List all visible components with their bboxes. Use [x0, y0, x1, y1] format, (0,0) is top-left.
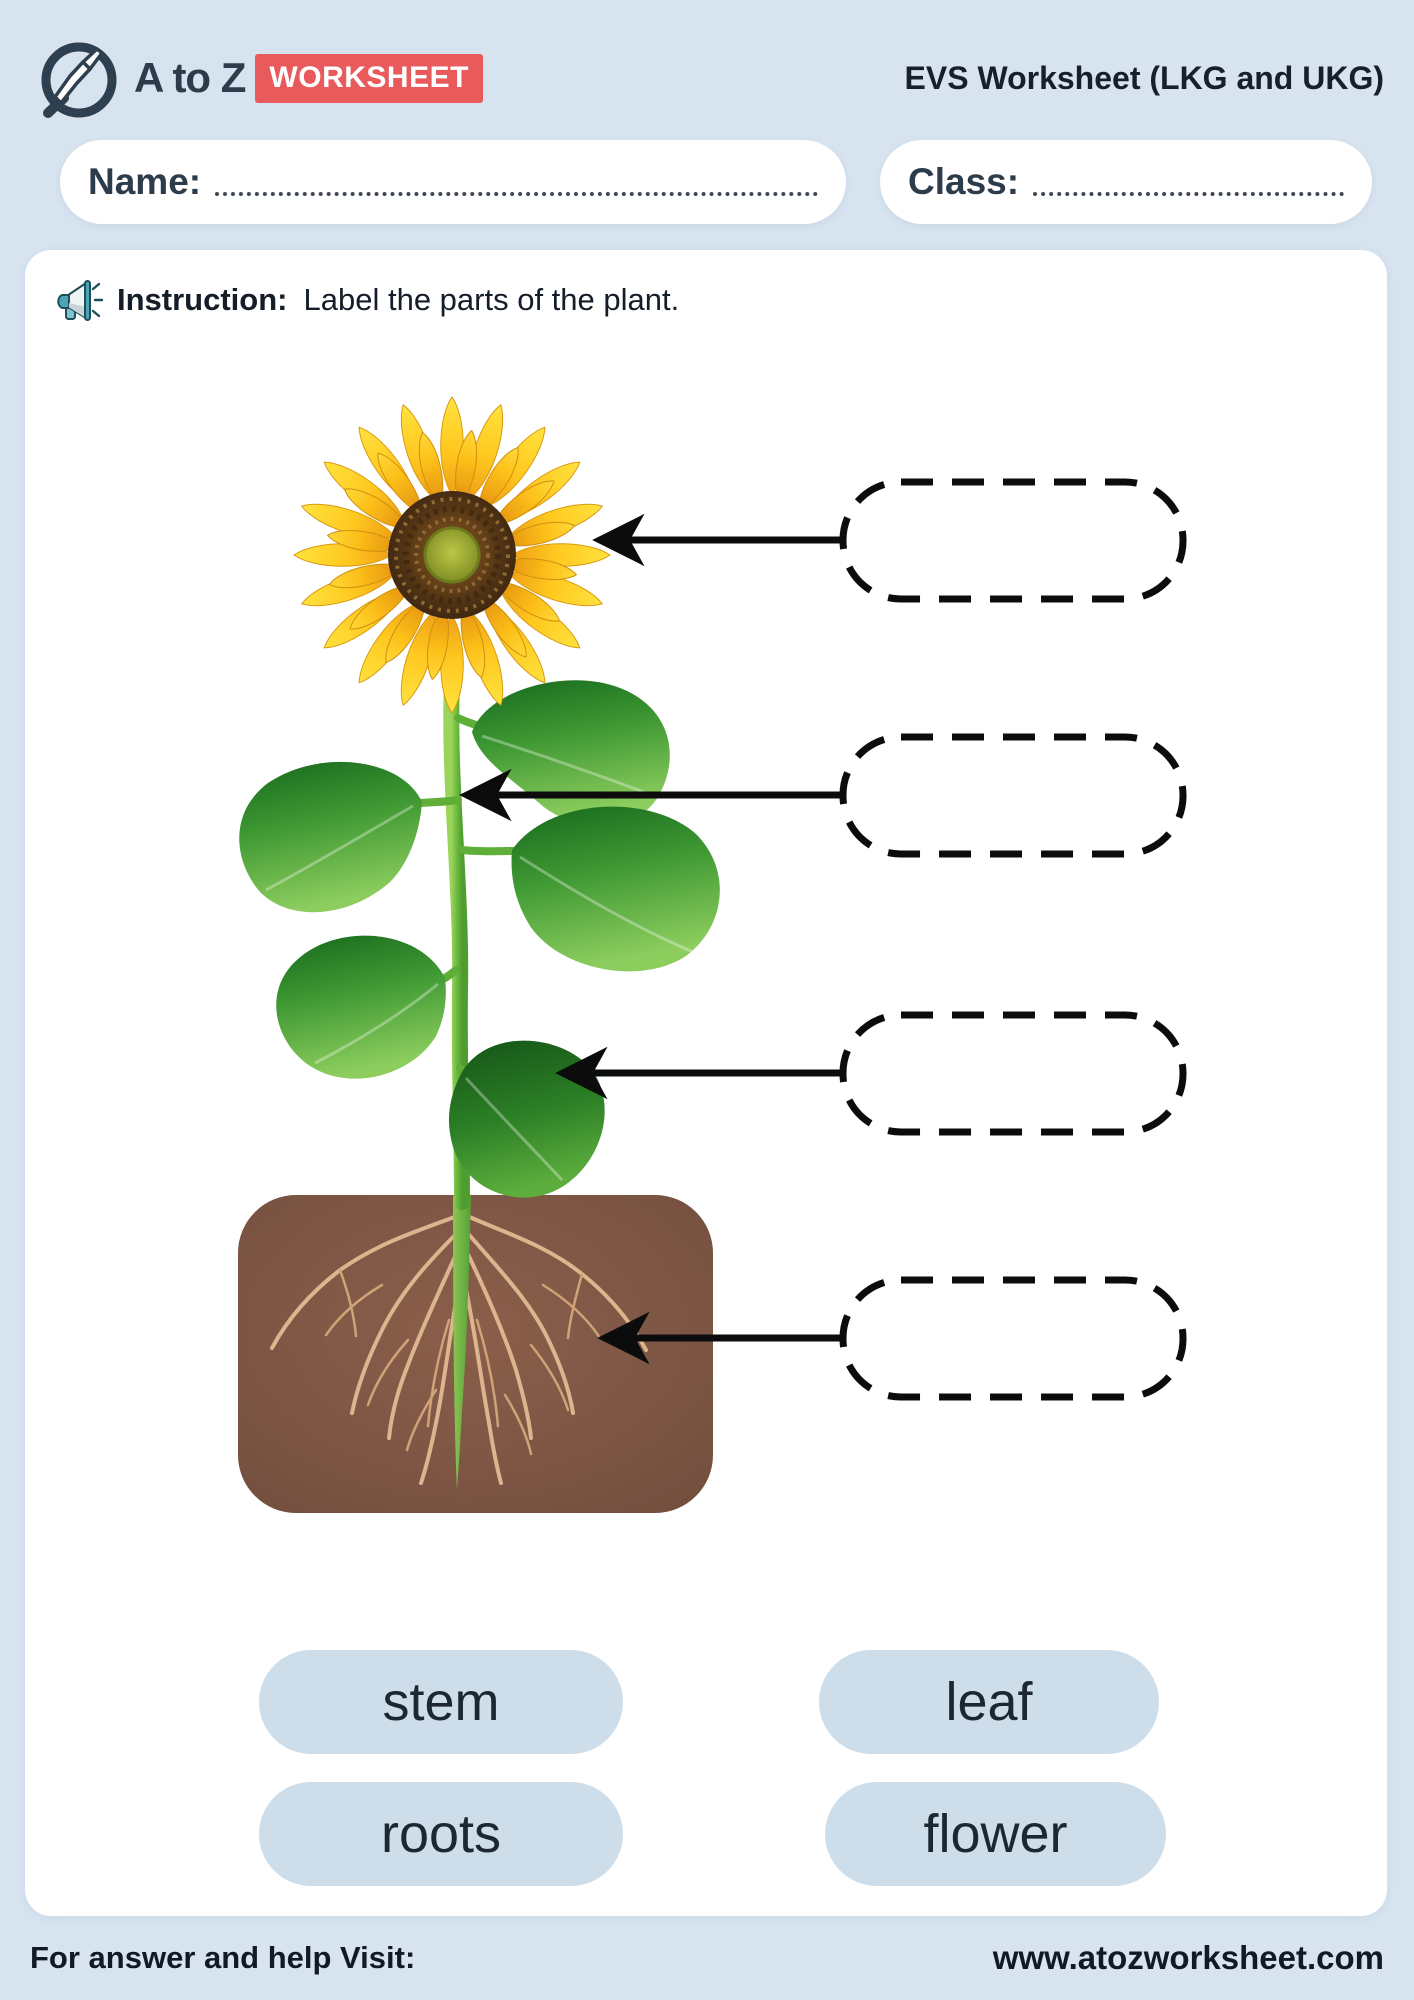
- name-write-line[interactable]: [215, 192, 818, 196]
- brand-name: A to Z: [134, 54, 246, 101]
- footer-help-text: For answer and help Visit:: [30, 1940, 416, 1975]
- labels-overlay: [459, 478, 1187, 1401]
- soil-block: [238, 1195, 713, 1513]
- leaf-bottom-right: [448, 1040, 605, 1198]
- answer-box-roots[interactable]: [839, 1276, 1187, 1401]
- class-field: Class:: [880, 140, 1372, 224]
- flower-head: [293, 396, 611, 714]
- leaves: [239, 680, 720, 1198]
- taproot: [453, 1196, 471, 1490]
- instruction-row: Instruction: Label the parts of the plan…: [55, 276, 679, 324]
- class-write-line[interactable]: [1033, 192, 1344, 196]
- instruction-text: Label the parts of the plant.: [303, 282, 680, 317]
- footer-website-link[interactable]: www.atozworksheet.com: [992, 1939, 1384, 1976]
- word-bank-leaf[interactable]: leaf: [819, 1650, 1159, 1754]
- leaf-lower-left: [276, 935, 446, 1079]
- leaf-top-right: [472, 680, 670, 826]
- word-label: leaf: [945, 1672, 1033, 1732]
- megaphone-icon: [57, 280, 103, 321]
- word-bank-flower[interactable]: flower: [825, 1782, 1166, 1886]
- word-bank-roots[interactable]: roots: [259, 1782, 623, 1886]
- instruction-heading: Instruction:: [117, 282, 288, 317]
- footer: For answer and help Visit: www.atozworks…: [30, 1928, 1384, 1988]
- leaf-right: [511, 806, 720, 972]
- answer-box-stem[interactable]: [839, 733, 1187, 858]
- word-label: roots: [380, 1804, 502, 1864]
- atoz-logo-icon: [41, 42, 117, 118]
- answer-box-flower[interactable]: [839, 478, 1187, 603]
- page-title: EVS Worksheet (LKG and UKG): [904, 59, 1384, 96]
- plant-illustration: [238, 396, 720, 1513]
- header: A to Z WORKSHEET EVS Worksheet (LKG and …: [34, 30, 1384, 126]
- answer-box-leaf[interactable]: [839, 1011, 1187, 1136]
- word-label: flower: [923, 1804, 1068, 1864]
- name-field: Name:: [60, 140, 846, 224]
- brand-badge: WORKSHEET: [255, 53, 483, 103]
- name-label: Name:: [88, 161, 202, 202]
- leaf-left: [239, 761, 422, 913]
- word-bank-stem[interactable]: stem: [259, 1650, 623, 1754]
- worksheet-card: Instruction: Label the parts of the plan…: [25, 250, 1387, 1916]
- class-label: Class:: [908, 161, 1020, 202]
- word-label: stem: [382, 1672, 500, 1732]
